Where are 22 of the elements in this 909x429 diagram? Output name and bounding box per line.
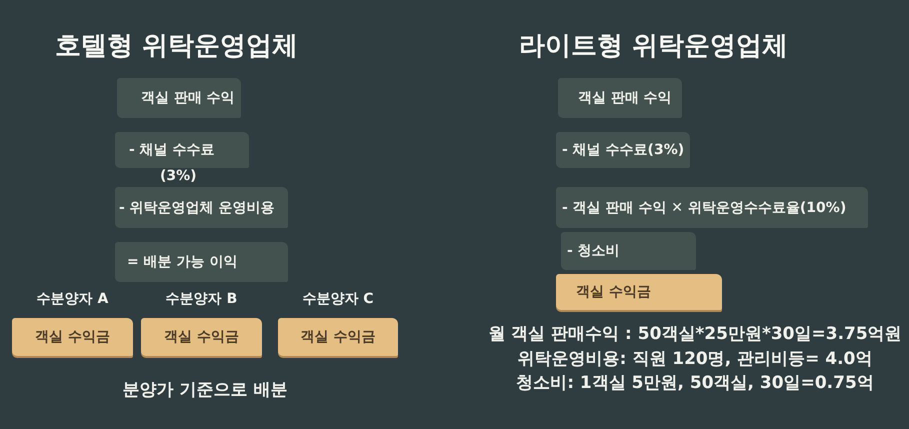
revenue-box: 객실 수익금 bbox=[141, 318, 262, 356]
note-text: 분양가 기준으로 배분 bbox=[122, 379, 288, 401]
note-text: 위탁운영비용: 직원 120명, 관리비등= 4.0억 bbox=[518, 348, 872, 370]
section-heading: 호텔형 위탁운영업체 bbox=[55, 30, 298, 63]
step-box: - 객실 판매 수익 ✕ 위탁운영수수료율(10%) bbox=[556, 187, 868, 228]
step-box: = 배분 가능 이익 bbox=[115, 242, 288, 282]
owner-heading: 수분양자 B bbox=[166, 290, 238, 308]
step-box: - 위탁운영업체 운영비용 bbox=[115, 187, 288, 228]
step-box: 객실 판매 수익 bbox=[558, 78, 682, 118]
owner-heading: 수분양자 A bbox=[36, 290, 108, 308]
owner-heading: 수분양자 C bbox=[302, 290, 374, 308]
step-box: - 채널 수수료(3%) bbox=[556, 132, 690, 168]
note-text: 청소비: 1객실 5만원, 50객실, 30일=0.75억 bbox=[516, 372, 874, 394]
step-box: 객실 판매 수익 bbox=[117, 78, 241, 118]
revenue-box: 객실 수익금 bbox=[278, 318, 398, 356]
revenue-box: 객실 수익금 bbox=[556, 274, 722, 310]
revenue-box: 객실 수익금 bbox=[12, 318, 133, 356]
step-box: - 청소비 bbox=[561, 232, 696, 270]
section-heading: 라이트형 위탁운영업체 bbox=[519, 30, 788, 63]
rate-text: (3%) bbox=[160, 168, 197, 184]
step-box: - 채널 수수료 bbox=[115, 132, 249, 168]
note-text: 월 객실 판매수익 : 50객실*25만원*30일=3.75억원 bbox=[488, 323, 902, 345]
